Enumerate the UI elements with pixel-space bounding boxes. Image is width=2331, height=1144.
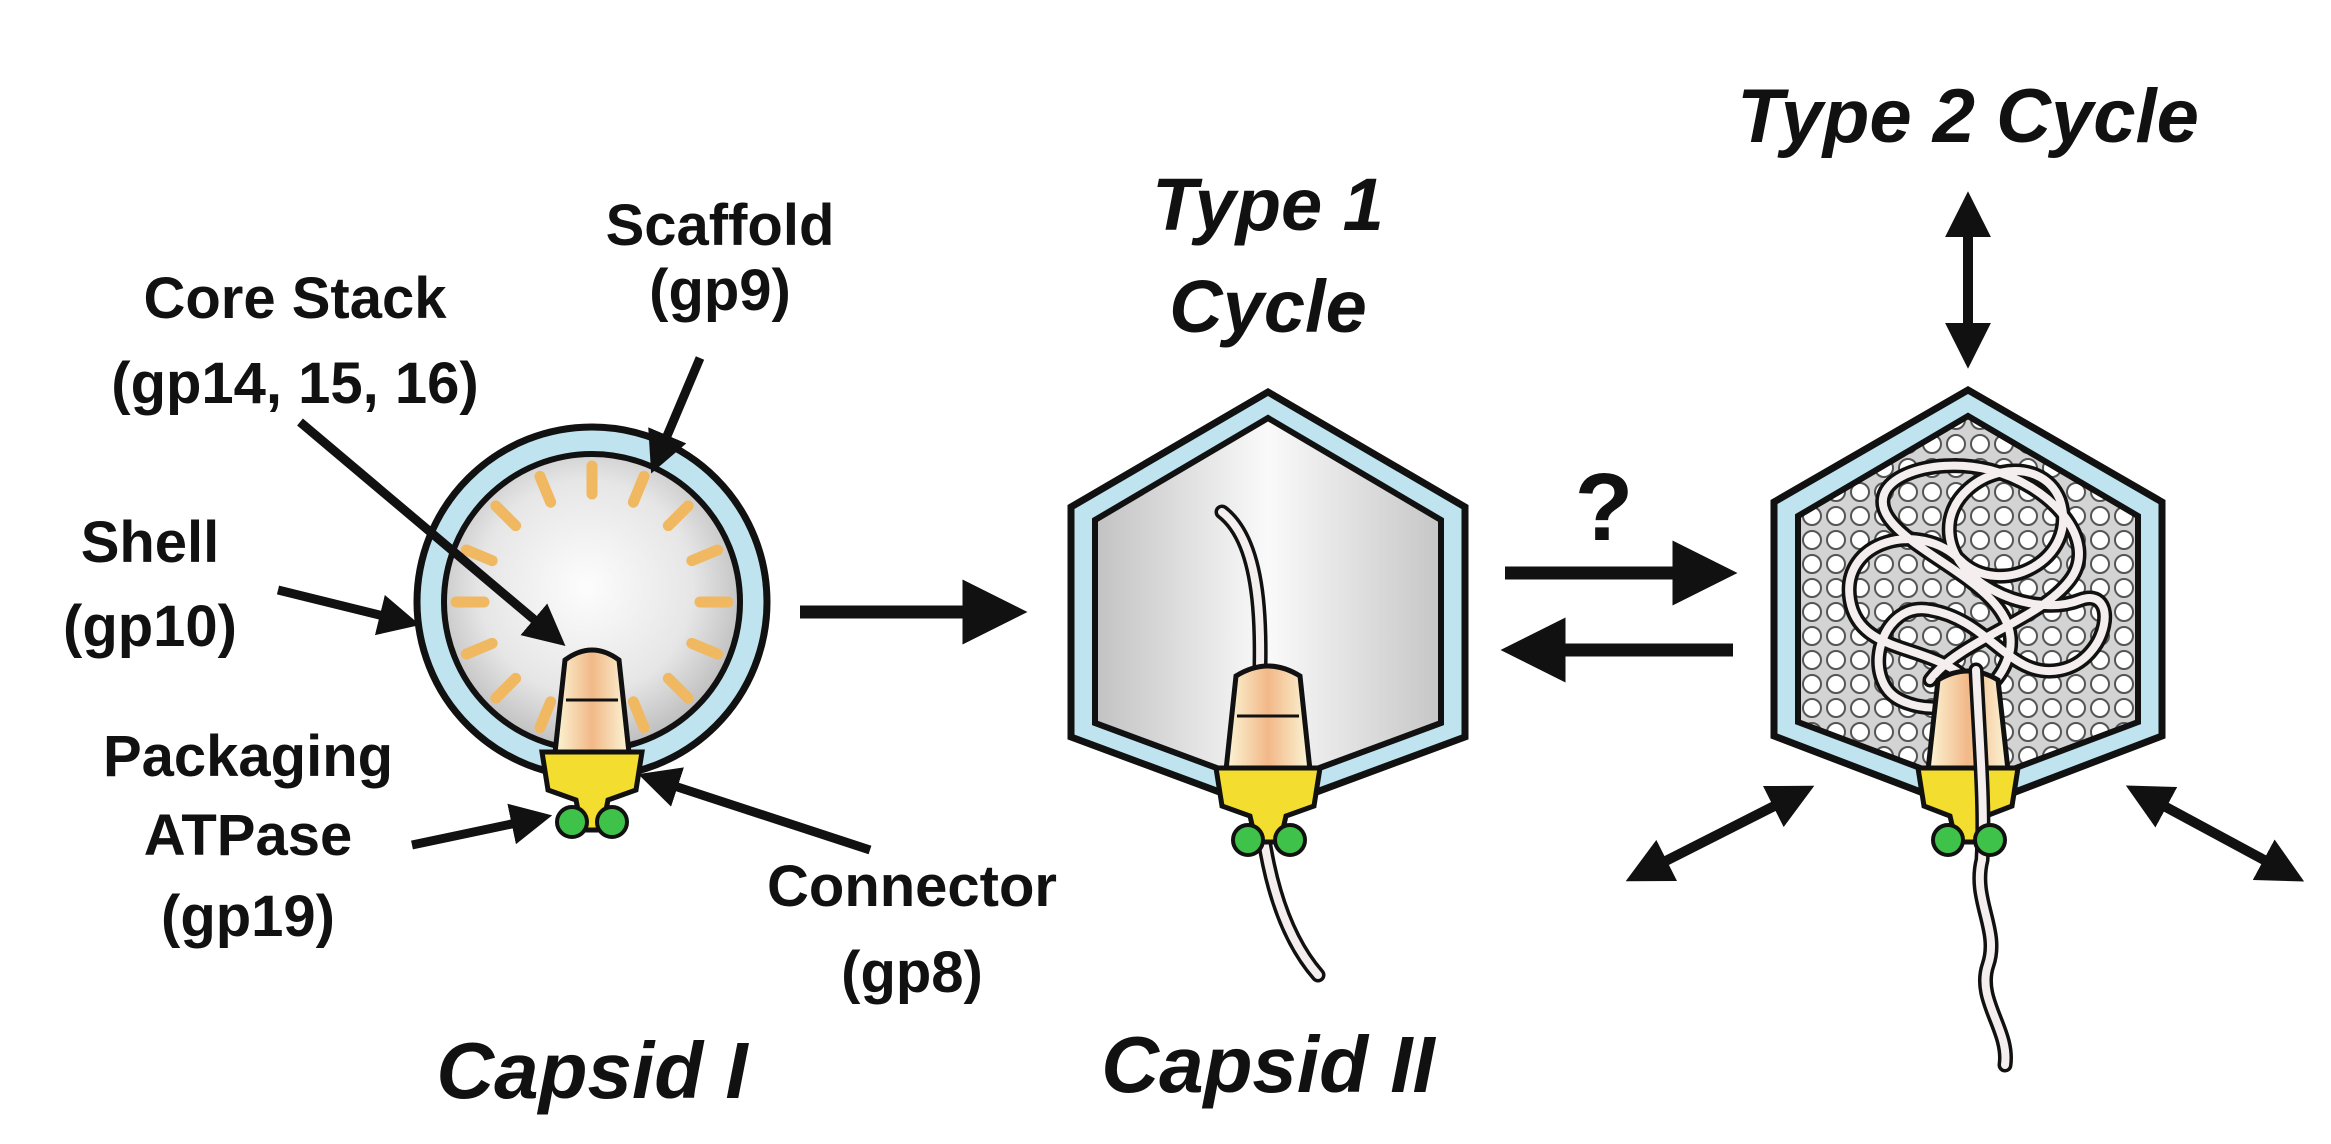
connector-label: Connector xyxy=(767,854,1057,919)
connector-pointer-arrow xyxy=(638,767,872,855)
atpase-pointer-arrow xyxy=(411,803,553,850)
scaffold-protein xyxy=(490,672,522,704)
uncertain-transition-label: ? xyxy=(1575,454,1634,561)
capsid-2-atpase-right xyxy=(1273,823,1307,857)
type-2-right-arrow xyxy=(2125,785,2305,882)
scaffold-protein xyxy=(686,544,724,567)
scaffold-protein xyxy=(460,544,498,567)
scaffold-label: Scaffold xyxy=(606,193,835,258)
shell-gp-label: (gp10) xyxy=(63,594,237,659)
scaffold-protein xyxy=(460,637,498,660)
shell-pointer-arrow xyxy=(276,585,421,636)
capsid-1-title: Capsid I xyxy=(436,1026,749,1115)
scaffold-protein xyxy=(490,500,522,532)
text-labels: Scaffold (gp9) Core Stack (gp14, 15, 16)… xyxy=(63,74,2199,1115)
scaffold-protein xyxy=(662,672,694,704)
capsid-1-core-stack xyxy=(552,647,632,756)
scaffold-proteins xyxy=(450,460,734,734)
capsid-2-atpase-left xyxy=(1231,823,1265,857)
scaffold-protein xyxy=(627,470,650,508)
capsid-1-atpase-left xyxy=(555,805,589,839)
capsid-1 xyxy=(413,423,771,839)
scaffold-pointer-arrow xyxy=(648,356,705,474)
type-2-atpase-left xyxy=(1931,823,1965,857)
capsid-1-atpase-right xyxy=(595,805,629,839)
capsid-2-core-stack xyxy=(1223,663,1313,773)
type-2-atpase-right xyxy=(1973,823,2007,857)
capsid-2-title: Capsid II xyxy=(1101,1020,1436,1109)
core-stack-label: Core Stack xyxy=(143,266,447,331)
type-1-title-line2: Cycle xyxy=(1169,265,1366,348)
packaged-dna-tangle xyxy=(1841,458,2113,716)
type-2-title: Type 2 Cycle xyxy=(1737,74,2199,159)
type-2-capsid xyxy=(1770,385,2166,1073)
scaffold-gp-label: (gp9) xyxy=(649,258,791,323)
scaffold-protein xyxy=(534,470,557,508)
core-stack-gp-label: (gp14, 15, 16) xyxy=(111,351,478,416)
type-2-core-stack xyxy=(1925,668,2011,773)
scaffold-protein xyxy=(534,696,557,734)
type-1-title-line1: Type 1 xyxy=(1152,163,1384,246)
scaffold-protein xyxy=(627,696,650,734)
shell-label: Shell xyxy=(81,510,220,575)
label-pointers xyxy=(276,356,872,855)
packaged-dna-strand xyxy=(1845,461,2109,712)
atpase-label: ATPase xyxy=(144,803,352,868)
scaffold-protein xyxy=(662,500,694,532)
scaffold-protein xyxy=(686,637,724,660)
capsid-2-connector xyxy=(1213,765,1323,845)
packaging-label: Packaging xyxy=(103,724,393,789)
capsid-2 xyxy=(1067,387,1469,983)
core-stack-pointer-arrow xyxy=(297,418,566,647)
type-2-left-arrow xyxy=(1625,785,1815,882)
connector-gp-label: (gp8) xyxy=(841,940,983,1005)
atpase-gp-label: (gp19) xyxy=(161,884,335,949)
